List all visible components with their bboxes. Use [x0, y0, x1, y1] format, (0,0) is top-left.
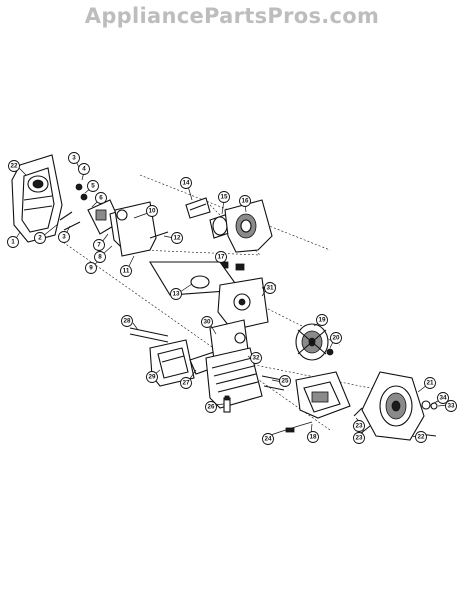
callout-label: 15: [220, 194, 228, 201]
callout-label: 26: [207, 404, 215, 411]
callout-12: 12: [171, 232, 183, 244]
callout-13: 13: [170, 288, 182, 300]
callout-23: 23: [353, 420, 365, 432]
callout-21: 21: [424, 377, 436, 389]
callout-label: 10: [148, 208, 156, 215]
callout-label: 27: [182, 380, 190, 387]
callout-label: 4: [82, 166, 86, 173]
callout-33: 33: [445, 400, 457, 412]
callout-label: 22: [417, 434, 425, 441]
callout-label: 30: [203, 319, 211, 326]
callout-label: 28: [123, 318, 131, 325]
callout-label: 16: [241, 198, 249, 205]
callout-34: 34: [437, 392, 449, 404]
callout-28: 28: [121, 315, 133, 327]
callout-label: 9: [89, 265, 93, 272]
callout-30: 30: [201, 316, 213, 328]
callout-14: 14: [180, 177, 192, 189]
callout-label: 12: [173, 235, 181, 242]
callout-label: 13: [172, 291, 180, 298]
callout-label: 21: [426, 380, 434, 387]
callout-16: 16: [239, 195, 251, 207]
callout-3: 3: [68, 152, 80, 164]
callout-9: 9: [85, 262, 97, 274]
callout-5: 5: [87, 180, 99, 192]
callout-29: 29: [146, 371, 158, 383]
callout-11: 11: [120, 265, 132, 277]
callout-18: 18: [307, 431, 319, 443]
callout-26: 26: [205, 401, 217, 413]
callout-label: 8: [98, 254, 102, 261]
callout-label: 23: [355, 423, 363, 430]
callout-6: 6: [95, 192, 107, 204]
part-drawings: [11, 154, 438, 441]
callout-label: 6: [99, 195, 103, 202]
callout-8: 8: [94, 251, 106, 263]
callout-19: 19: [316, 314, 328, 326]
callout-label: 20: [332, 335, 340, 342]
callout-label: 34: [439, 395, 447, 402]
callout-4: 4: [78, 163, 90, 175]
callout-label: 31: [266, 285, 274, 292]
callout-2: 2: [34, 232, 46, 244]
callout-label: 3: [62, 234, 66, 241]
callout-3: 3: [58, 231, 70, 243]
callout-10: 10: [146, 205, 158, 217]
callout-label: 2: [38, 235, 42, 242]
watermark-text: AppliancePartsPros.com: [84, 4, 380, 28]
callout-label: 33: [447, 403, 455, 410]
callout-1: 1: [7, 236, 19, 248]
callout-label: 18: [309, 434, 317, 441]
callout-15: 15: [218, 191, 230, 203]
callout-label: 11: [123, 268, 130, 275]
callout-7: 7: [93, 239, 105, 251]
callout-label: 22: [10, 163, 18, 170]
callout-label: 32: [252, 355, 260, 362]
callout-32: 32: [250, 352, 262, 364]
callout-20: 20: [330, 332, 342, 344]
callout-label: 1: [11, 239, 15, 246]
callout-22: 22: [8, 160, 20, 172]
callout-label: 7: [97, 242, 101, 249]
callout-label: 24: [264, 436, 272, 443]
callout-27: 27: [180, 377, 192, 389]
callout-31: 31: [264, 282, 276, 294]
callout-label: 3: [72, 155, 76, 162]
callout-label: 17: [217, 254, 225, 261]
callout-24: 24: [262, 433, 274, 445]
callout-label: 19: [318, 317, 326, 324]
callout-label: 29: [148, 374, 156, 381]
callout-17: 17: [215, 251, 227, 263]
callout-23: 23: [353, 432, 365, 444]
callout-label: 5: [91, 183, 95, 190]
callout-label: 14: [182, 180, 190, 187]
callout-25: 25: [279, 375, 291, 387]
callout-22: 22: [415, 431, 427, 443]
callout-label: 25: [281, 378, 289, 385]
callout-label: 23: [355, 435, 363, 442]
